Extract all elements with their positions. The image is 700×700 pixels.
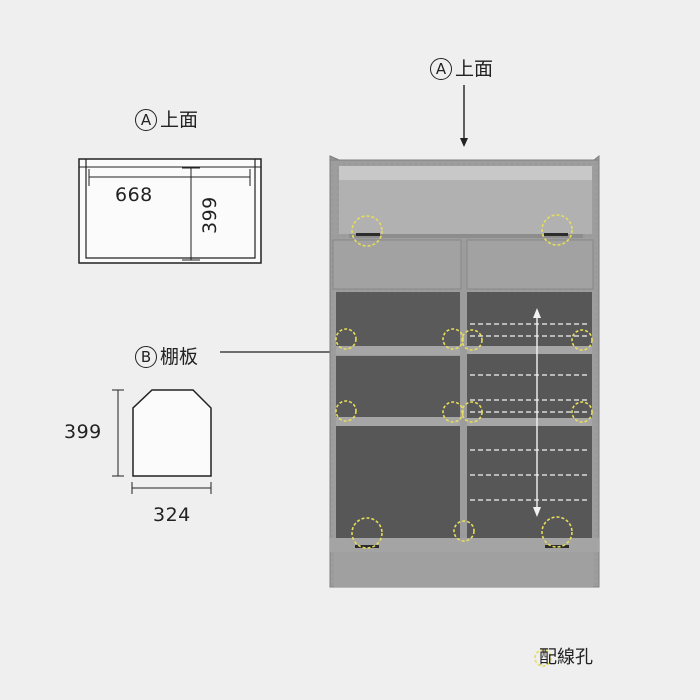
panel-a-title-text: 上面 — [160, 108, 199, 131]
top-label-text: 上面 — [455, 57, 494, 80]
wiring-hole-icon — [442, 401, 464, 423]
wiring-hole-icon — [335, 400, 357, 422]
badge-b-icon: B — [135, 346, 157, 368]
shelf-height-value: 399 — [64, 421, 102, 443]
wiring-hole-icon — [442, 328, 464, 350]
legend-wiring-hole-icon — [534, 649, 552, 667]
panel-b-title: B 棚板 — [135, 346, 198, 368]
top-width-value: 668 — [115, 184, 153, 206]
panel-a-title: A 上面 — [135, 109, 198, 131]
top-depth-value: 399 — [199, 196, 221, 234]
badge-a-icon: A — [430, 58, 452, 80]
cabinet — [329, 154, 600, 588]
wiring-hole-icon — [351, 215, 383, 247]
wiring-hole-icon — [571, 401, 593, 423]
wiring-hole-icon — [571, 329, 593, 351]
shelf-board-diagram — [112, 389, 212, 494]
wiring-hole-icon — [453, 520, 475, 542]
badge-a-icon: A — [135, 109, 157, 131]
top-label: A 上面 — [430, 58, 493, 80]
wiring-hole-markers — [335, 214, 593, 549]
wiring-hole-icon — [461, 329, 483, 351]
shelf-width-value: 324 — [153, 504, 191, 526]
arrow-down-icon — [533, 507, 541, 517]
wiring-hole-icon — [351, 517, 383, 549]
wiring-hole-icon — [541, 214, 573, 246]
wiring-hole-icon — [335, 328, 357, 350]
top-view-diagram — [78, 158, 262, 264]
wiring-hole-icon — [541, 516, 573, 548]
wiring-hole-icon — [461, 401, 483, 423]
arrow-up-icon — [533, 308, 541, 318]
panel-b-title-text: 棚板 — [160, 345, 199, 368]
shelf-position-lines — [470, 323, 590, 501]
legend-label: 配線孔 — [539, 647, 593, 668]
arrow-down-icon — [460, 138, 468, 147]
